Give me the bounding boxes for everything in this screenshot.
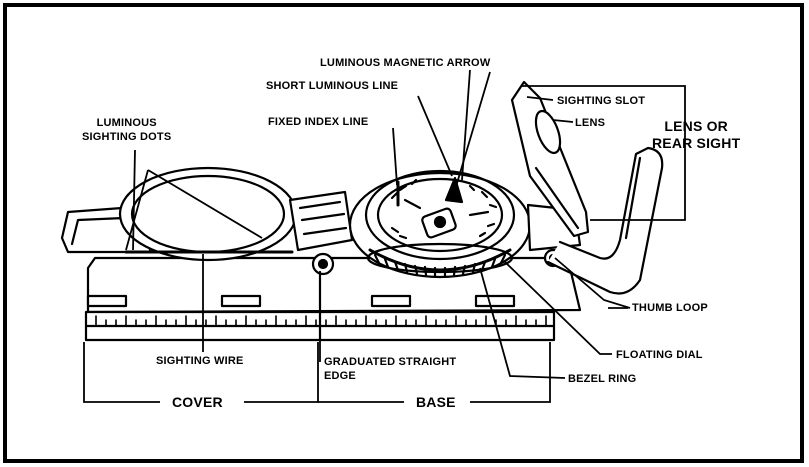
label-cover: COVER — [172, 394, 223, 410]
rear-sight-shape — [510, 80, 590, 238]
magnetic-arrow-shape — [444, 176, 464, 204]
label-floating-dial: FLOATING DIAL — [616, 349, 703, 361]
lens-shape — [534, 109, 562, 155]
label-short-luminous-line: SHORT LUMINOUS LINE — [266, 80, 399, 92]
compass-illustration — [60, 80, 664, 342]
thumb-loop-shape — [546, 146, 664, 295]
hinge — [288, 190, 354, 252]
diagram-border — [3, 3, 804, 463]
label-graduated-straight-edge-line2: EDGE — [324, 370, 356, 382]
label-base: BASE — [416, 394, 456, 410]
label-lens-or-rear-sight: LENS OR REAR SIGHT — [652, 118, 740, 152]
base-bracket — [318, 342, 551, 403]
label-thumb-loop: THUMB LOOP — [632, 302, 708, 314]
label-sighting-slot: SIGHTING SLOT — [557, 95, 646, 107]
label-sighting-wire: SIGHTING WIRE — [156, 355, 244, 367]
label-fixed-index-line: FIXED INDEX LINE — [268, 116, 369, 128]
label-lens-or-rear-sight-line1: LENS OR — [664, 118, 728, 134]
label-lens-or-rear-sight-line2: REAR SIGHT — [652, 135, 741, 151]
label-luminous-sighting-dots-line1: LUMINOUS — [96, 117, 157, 129]
leader-lines — [83, 69, 686, 403]
cover-ring-outer — [118, 166, 298, 262]
label-lens: LENS — [575, 117, 606, 129]
label-luminous-magnetic-arrow: LUMINOUS MAGNETIC ARROW — [320, 57, 491, 69]
label-graduated-straight-edge-line1: GRADUATED STRAIGHT — [324, 356, 457, 368]
label-luminous-sighting-dots-line2: SIGHTING DOTS — [82, 131, 172, 143]
cover-bracket — [83, 342, 319, 403]
label-bezel-ring: BEZEL RING — [568, 373, 637, 385]
label-luminous-sighting-dots: LUMINOUS SIGHTING DOTS — [82, 116, 171, 144]
floating-dial-shape — [364, 169, 516, 261]
label-graduated-straight-edge: GRADUATED STRAIGHT EDGE — [324, 355, 456, 383]
